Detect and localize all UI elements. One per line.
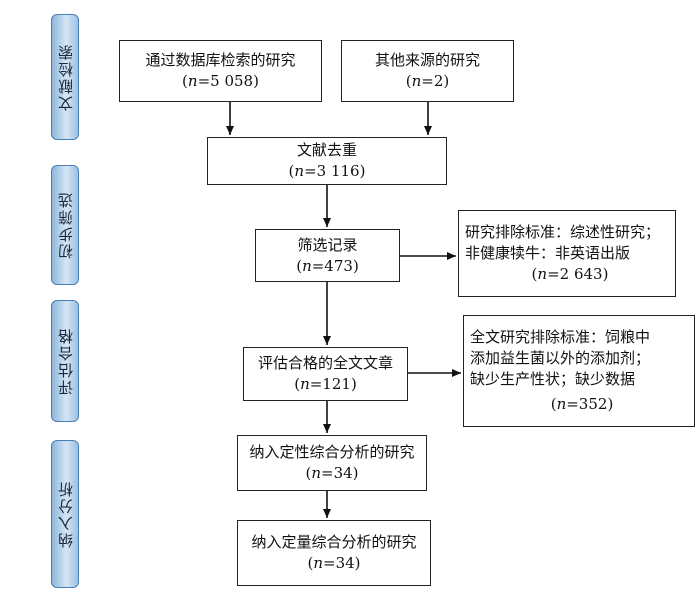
stage-label-inclusion: 纳入分析 bbox=[51, 440, 79, 588]
box-exclusion-screening: 研究排除标准：综述性研究； 非健康犊牛：非英语出版 (n=2 643) bbox=[458, 210, 676, 297]
box-count: (n=3 116) bbox=[288, 162, 366, 180]
exclusion-line: 非健康犊牛：非英语出版 bbox=[465, 244, 631, 262]
box-quantitative-synthesis: 纳入定量综合分析的研究 (n=34) bbox=[237, 520, 431, 586]
box-exclusion-fulltext: 全文研究排除标准：饲粮中 添加益生菌以外的添加剂； 缺少生产性状；缺少数据 (n… bbox=[463, 315, 695, 427]
box-other-sources: 其他来源的研究 (n=2) bbox=[341, 40, 514, 102]
box-label: 筛选记录 bbox=[297, 235, 358, 254]
box-count: (n=473) bbox=[296, 256, 359, 275]
box-label: 其他来源的研究 bbox=[374, 51, 480, 69]
exclusion-line: 全文研究排除标准：饲粮中 bbox=[470, 328, 651, 346]
stage-label-screening: 初步筛选 bbox=[51, 165, 79, 285]
box-fulltext-assessed: 评估合格的全文文章 (n=121) bbox=[243, 347, 408, 401]
box-label: 评估合格的全文文章 bbox=[257, 354, 393, 372]
box-screened-records: 筛选记录 (n=473) bbox=[255, 229, 400, 282]
box-label: 通过数据库检索的研究 bbox=[145, 51, 296, 69]
box-qualitative-synthesis: 纳入定性综合分析的研究 (n=34) bbox=[237, 435, 427, 491]
box-database-records: 通过数据库检索的研究 (n=5 058) bbox=[119, 40, 322, 102]
box-label: 纳入定性综合分析的研究 bbox=[249, 443, 415, 461]
box-count: (n=352) bbox=[550, 395, 614, 413]
stage-label-text: 文献检索 bbox=[56, 43, 75, 111]
exclusion-line: 研究排除标准：综述性研究； bbox=[465, 223, 661, 241]
box-count: (n=34) bbox=[307, 554, 361, 572]
stage-label-text: 纳入分析 bbox=[56, 480, 75, 548]
stage-label-text: 评估合格 bbox=[56, 327, 75, 395]
exclusion-line: 添加益生菌以外的添加剂； bbox=[470, 349, 651, 367]
stage-label-eligibility: 评估合格 bbox=[51, 300, 79, 422]
stage-label-text: 初步筛选 bbox=[56, 191, 75, 259]
box-count: (n=2 643) bbox=[531, 265, 609, 283]
box-count: (n=34) bbox=[305, 464, 359, 482]
box-count: (n=5 058) bbox=[182, 72, 259, 90]
box-deduplication: 文献去重 (n=3 116) bbox=[207, 137, 447, 185]
box-count: (n=2) bbox=[405, 72, 450, 90]
stage-label-retrieval: 文献检索 bbox=[51, 14, 79, 140]
box-count: (n=121) bbox=[294, 375, 357, 393]
box-label: 文献去重 bbox=[296, 141, 357, 159]
exclusion-line: 缺少生产性状；缺少数据 bbox=[470, 370, 636, 388]
box-label: 纳入定量综合分析的研究 bbox=[251, 533, 417, 551]
